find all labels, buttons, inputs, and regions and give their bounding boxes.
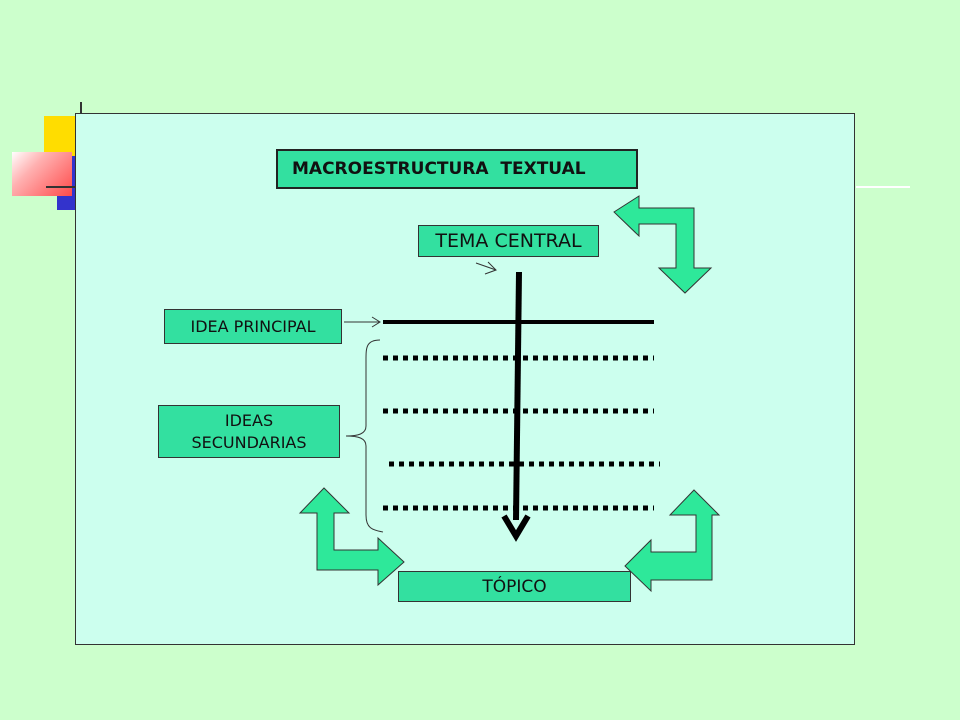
idea-principal-box: IDEA PRINCIPAL [164,309,342,344]
tema-central-box: TEMA CENTRAL [418,225,599,257]
idea-principal-label: IDEA PRINCIPAL [190,317,316,336]
main-vertical-shaft [513,271,522,521]
ideas-secundarias-box: IDEAS SECUNDARIAS [158,405,340,458]
tema-central-label: TEMA CENTRAL [435,230,582,252]
green-arrow-bottom-left [298,487,405,587]
secondary-brace [345,339,384,533]
idea-principal-pointer-head [371,316,381,328]
deco-red-square [12,152,72,196]
tema-pointer-line [475,262,497,271]
deco-yellow-square [44,116,78,156]
deco-vertical-line [80,102,82,118]
green-arrow-bottom-right [624,489,721,593]
tema-pointer-head [484,261,497,275]
main-arrow-head [501,514,531,542]
ideas-secundarias-label-line1: IDEAS [224,410,274,430]
ideas-secundarias-label-line2: SECUNDARIAS [191,432,307,452]
title-box: MACROESTRUCTURA TEXTUAL [276,149,638,189]
title-text: MACROESTRUCTURA TEXTUAL [292,159,586,179]
deco-horizontal-line-right [856,186,910,188]
diagram-panel [75,113,855,645]
green-arrow-top-right [613,195,713,294]
topico-label: TÓPICO [482,576,547,597]
deco-horizontal-line-left [46,186,78,188]
topico-box: TÓPICO [398,571,631,602]
